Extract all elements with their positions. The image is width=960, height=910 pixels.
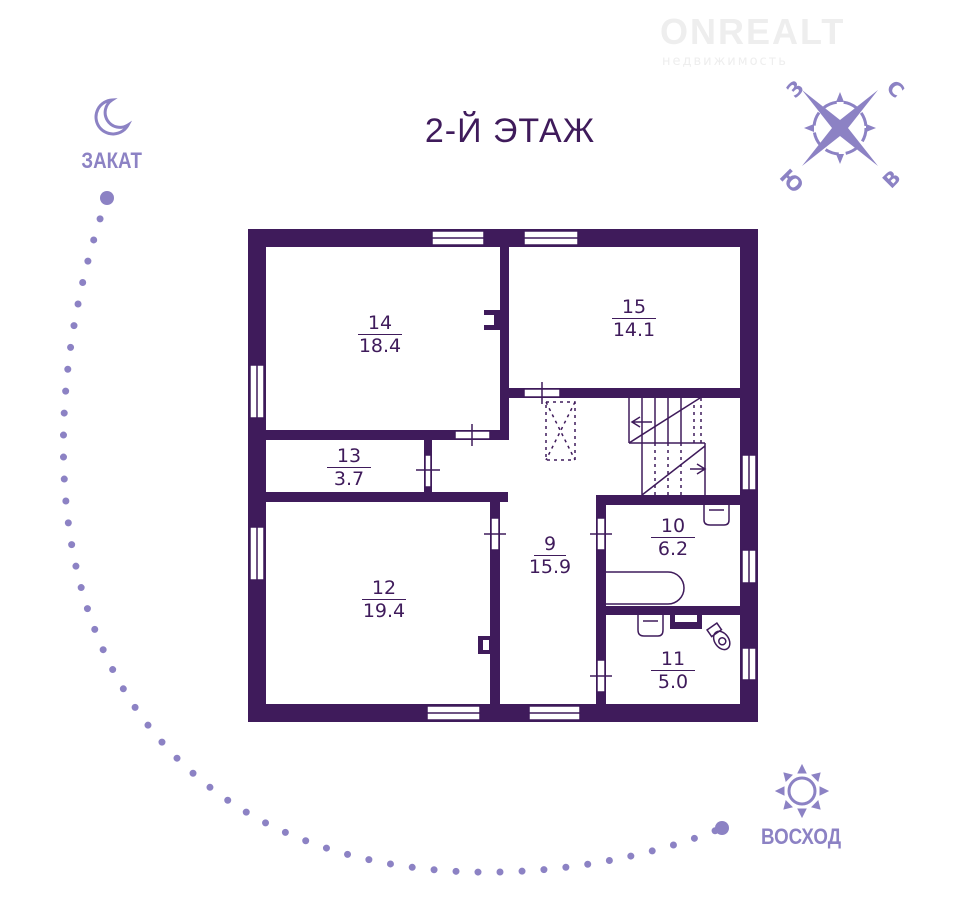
- sun-path-arc: [59, 194, 726, 876]
- windows: [249, 230, 757, 721]
- floor-title: 2-Й ЭТАЖ: [424, 112, 596, 150]
- sink-10: [703, 505, 730, 526]
- watermark-tagline: недвижимость: [662, 54, 788, 69]
- sunrise-label: ВОСХОД: [761, 824, 842, 849]
- doors: [416, 382, 612, 693]
- compass-icon: [802, 90, 878, 166]
- plumbing: [606, 505, 731, 651]
- toilet-icon: [706, 622, 731, 651]
- bathtub: [606, 571, 685, 605]
- moon-icon: [94, 98, 133, 136]
- sunset-dot: [100, 191, 114, 205]
- sink-11: [637, 615, 664, 637]
- sunset-label: ЗАКАТ: [81, 148, 142, 173]
- watermark-logo: ONREALT: [660, 11, 846, 52]
- sun-icon: [774, 763, 830, 819]
- staircase: [545, 397, 707, 496]
- sunrise-dot: [715, 821, 729, 835]
